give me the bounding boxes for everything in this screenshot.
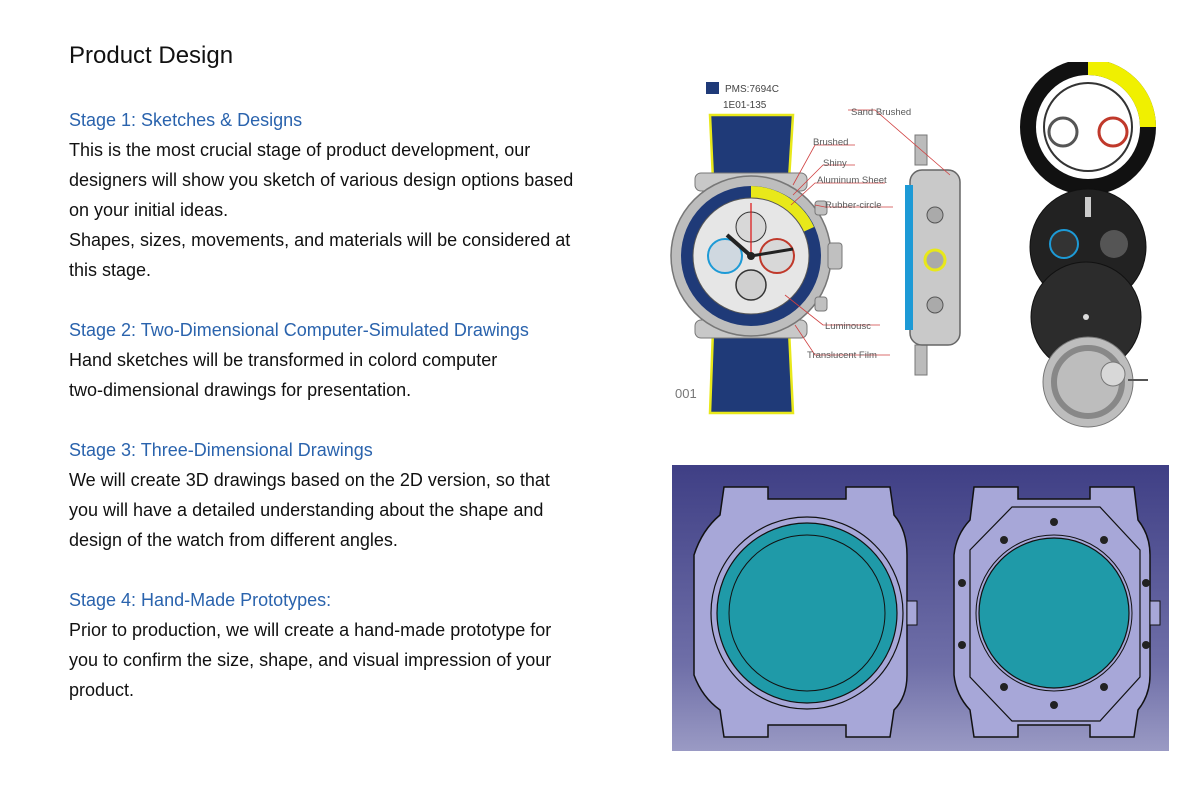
cad-case-round — [693, 486, 918, 738]
stage-1-heading: Stage 1: Sketches & Designs — [69, 110, 303, 130]
stage-3-section: Stage 3: Three-Dimensional Drawings We w… — [69, 435, 629, 555]
model-code-label: 1E01-135 — [723, 100, 767, 111]
stage-2-section: Stage 2: Two-Dimensional Computer-Simula… — [69, 315, 629, 405]
callout-aluminum-sheet: Aluminum Sheet — [817, 175, 887, 186]
stage-1-line-3: on your initial ideas. — [69, 200, 229, 220]
stage-3-line-1: We will create 3D drawings based on the … — [69, 470, 550, 490]
stage-2-heading: Stage 2: Two-Dimensional Computer-Simula… — [69, 320, 529, 340]
cad-case-drawing — [672, 465, 1169, 751]
stage-1-line-1: This is the most crucial stage of produc… — [69, 140, 531, 160]
pms-color-swatch — [706, 82, 719, 94]
stage-4-line-2: you to confirm the size, shape, and visu… — [69, 650, 552, 670]
watch-drawing-illustration: PMS:7694C 1E01-135 001 Sand Brushed Brus… — [670, 82, 961, 415]
stage-3-heading: Stage 3: Three-Dimensional Drawings — [69, 440, 373, 460]
cad-case-octagon — [953, 486, 1161, 738]
drawing-number: 001 — [675, 386, 697, 401]
callout-sand-brushed: Sand Brushed — [851, 107, 911, 118]
callout-luminous: Luminousc — [825, 321, 871, 332]
stage-1-line-4: Shapes, sizes, movements, and materials … — [69, 230, 571, 250]
exploded-view-illustration — [1020, 62, 1156, 428]
stage-4-line-3: product. — [69, 680, 135, 700]
stage-4-heading: Stage 4: Hand-Made Prototypes: — [69, 590, 332, 610]
strap-bottom — [708, 328, 795, 415]
stage-4-line-1: Prior to production, we will create a ha… — [69, 620, 552, 640]
stage-1-section: Stage 1: Sketches & Designs This is the … — [69, 105, 629, 285]
page-title: Product Design — [69, 42, 234, 69]
callout-rubber-circle: Rubber-circle — [825, 200, 882, 211]
callout-translucent-film: Translucent Film — [807, 350, 877, 361]
stage-1-line-2: designers will show you sketch of variou… — [69, 170, 574, 190]
stage-3-line-3: design of the watch from different angle… — [69, 530, 398, 550]
stage-3-line-2: you will have a detailed understanding a… — [69, 500, 544, 520]
stage-4-section: Stage 4: Hand-Made Prototypes: Prior to … — [69, 585, 629, 705]
callout-shiny: Shiny — [823, 158, 847, 169]
stage-1-line-5: this stage. — [69, 260, 152, 280]
stage-2-line-1: Hand sketches will be transformed in col… — [69, 350, 498, 370]
stage-2-line-2: two-dimensional drawings for presentatio… — [69, 380, 412, 400]
callout-brushed: Brushed — [813, 137, 848, 148]
pms-code-label: PMS:7694C — [725, 84, 779, 95]
strap-top — [708, 113, 795, 182]
